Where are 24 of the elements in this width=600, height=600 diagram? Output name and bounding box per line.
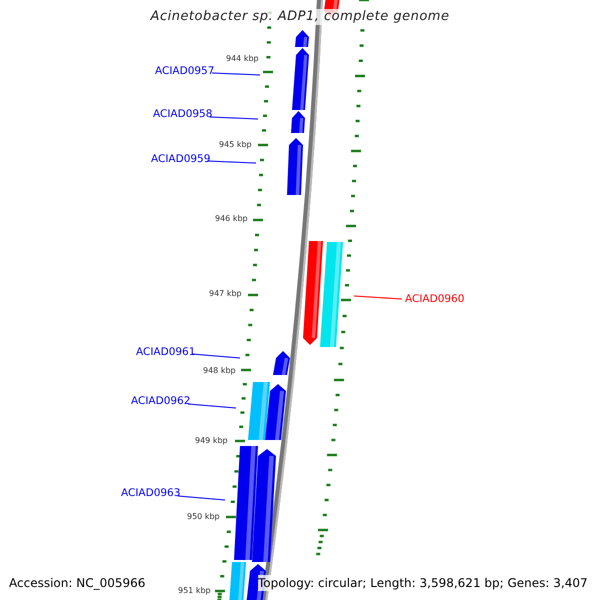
leader-line bbox=[212, 72, 260, 76]
gene-label: ACIAD0959 bbox=[151, 152, 210, 166]
gene-label: ACIAD0961 bbox=[136, 345, 196, 359]
scale-label: 949 kbp bbox=[195, 436, 228, 446]
gene-label: ACIAD0957 bbox=[155, 64, 214, 78]
scale-label: 944 kbp bbox=[226, 54, 259, 64]
leader-line bbox=[188, 404, 236, 408]
scale-label: 945 kbp bbox=[219, 140, 252, 150]
leader-line bbox=[192, 354, 240, 358]
gene-label: ACIAD0963 bbox=[121, 486, 180, 500]
leader-line bbox=[206, 160, 256, 164]
leader-line bbox=[210, 116, 258, 120]
gene-label: ACIAD0962 bbox=[131, 394, 190, 408]
title: Acinetobacter sp. ADP1, complete genome bbox=[149, 9, 450, 24]
leader-line bbox=[178, 496, 226, 500]
leader-line bbox=[354, 296, 402, 300]
scale-label: 946 kbp bbox=[215, 214, 248, 224]
scale-label: 947 kbp bbox=[209, 289, 242, 299]
gene-label: ACIAD0960 bbox=[405, 292, 464, 306]
scale-label: 951 kbp bbox=[178, 586, 211, 596]
scale-label: 950 kbp bbox=[187, 512, 220, 522]
gene-label: ACIAD0958 bbox=[153, 107, 212, 121]
scale-label: 948 kbp bbox=[203, 366, 236, 376]
accession-note: Accession: NC_005966 bbox=[9, 575, 146, 591]
